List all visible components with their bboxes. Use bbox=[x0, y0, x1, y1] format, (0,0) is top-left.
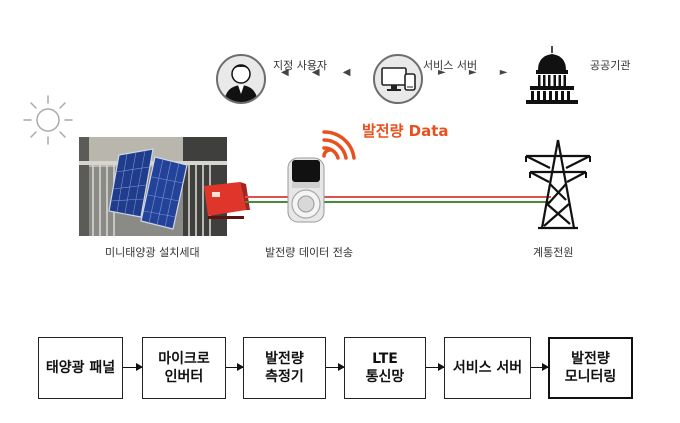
flow-step-micro-inverter: 마이크로 인버터 bbox=[142, 337, 226, 399]
data-label: 발전량 Data bbox=[362, 122, 449, 140]
server-icon bbox=[373, 54, 423, 104]
left-arrows: ◀ ◀ ◀ bbox=[281, 67, 361, 78]
user-icon bbox=[216, 54, 266, 104]
grid-label: 계통전원 bbox=[533, 246, 574, 259]
flow-step-solar-panel: 태양광 패널 bbox=[38, 337, 123, 399]
flow-step-power-meter: 발전량 측정기 bbox=[243, 337, 326, 399]
user-label: 지정 사용자 bbox=[273, 59, 328, 72]
flow-step-label: 마이크로 인버터 bbox=[158, 351, 210, 385]
transmission-tower-icon bbox=[525, 139, 591, 230]
transmit-label: 발전량 데이터 전송 bbox=[265, 246, 353, 259]
flow-step-label: LTE 통신망 bbox=[365, 351, 405, 385]
power-line-green bbox=[245, 201, 551, 203]
balcony-solar-panel-image bbox=[79, 137, 227, 236]
household-label: 미니태양광 설치세대 bbox=[105, 246, 200, 259]
server-label: 서비스 서버 bbox=[423, 59, 478, 72]
capitol-icon bbox=[526, 46, 578, 104]
sun-icon bbox=[23, 95, 73, 145]
power-line-red bbox=[245, 196, 551, 198]
flow-arrow bbox=[426, 363, 445, 371]
flow-step-label: 발전량 측정기 bbox=[265, 351, 304, 385]
flow-step-service-server: 서비스 서버 bbox=[444, 337, 531, 399]
flow-arrow bbox=[326, 363, 345, 371]
right-arrows: ► ► ► bbox=[438, 67, 518, 78]
flow-arrow bbox=[531, 363, 549, 371]
flow-arrow bbox=[123, 363, 143, 371]
signal-icon bbox=[322, 130, 356, 160]
flow-step-label: 서비스 서버 bbox=[452, 360, 523, 376]
power-meter-icon bbox=[287, 157, 325, 223]
flow-step-monitoring: 발전량 모니터링 bbox=[548, 337, 633, 399]
flow-step-lte-network: LTE 통신망 bbox=[344, 337, 426, 399]
agency-label: 공공기관 bbox=[590, 59, 631, 72]
micro-inverter-icon bbox=[204, 182, 250, 219]
flow-step-label: 발전량 모니터링 bbox=[564, 351, 617, 385]
flow-step-label: 태양광 패널 bbox=[45, 360, 116, 376]
flow-arrow bbox=[226, 363, 244, 371]
